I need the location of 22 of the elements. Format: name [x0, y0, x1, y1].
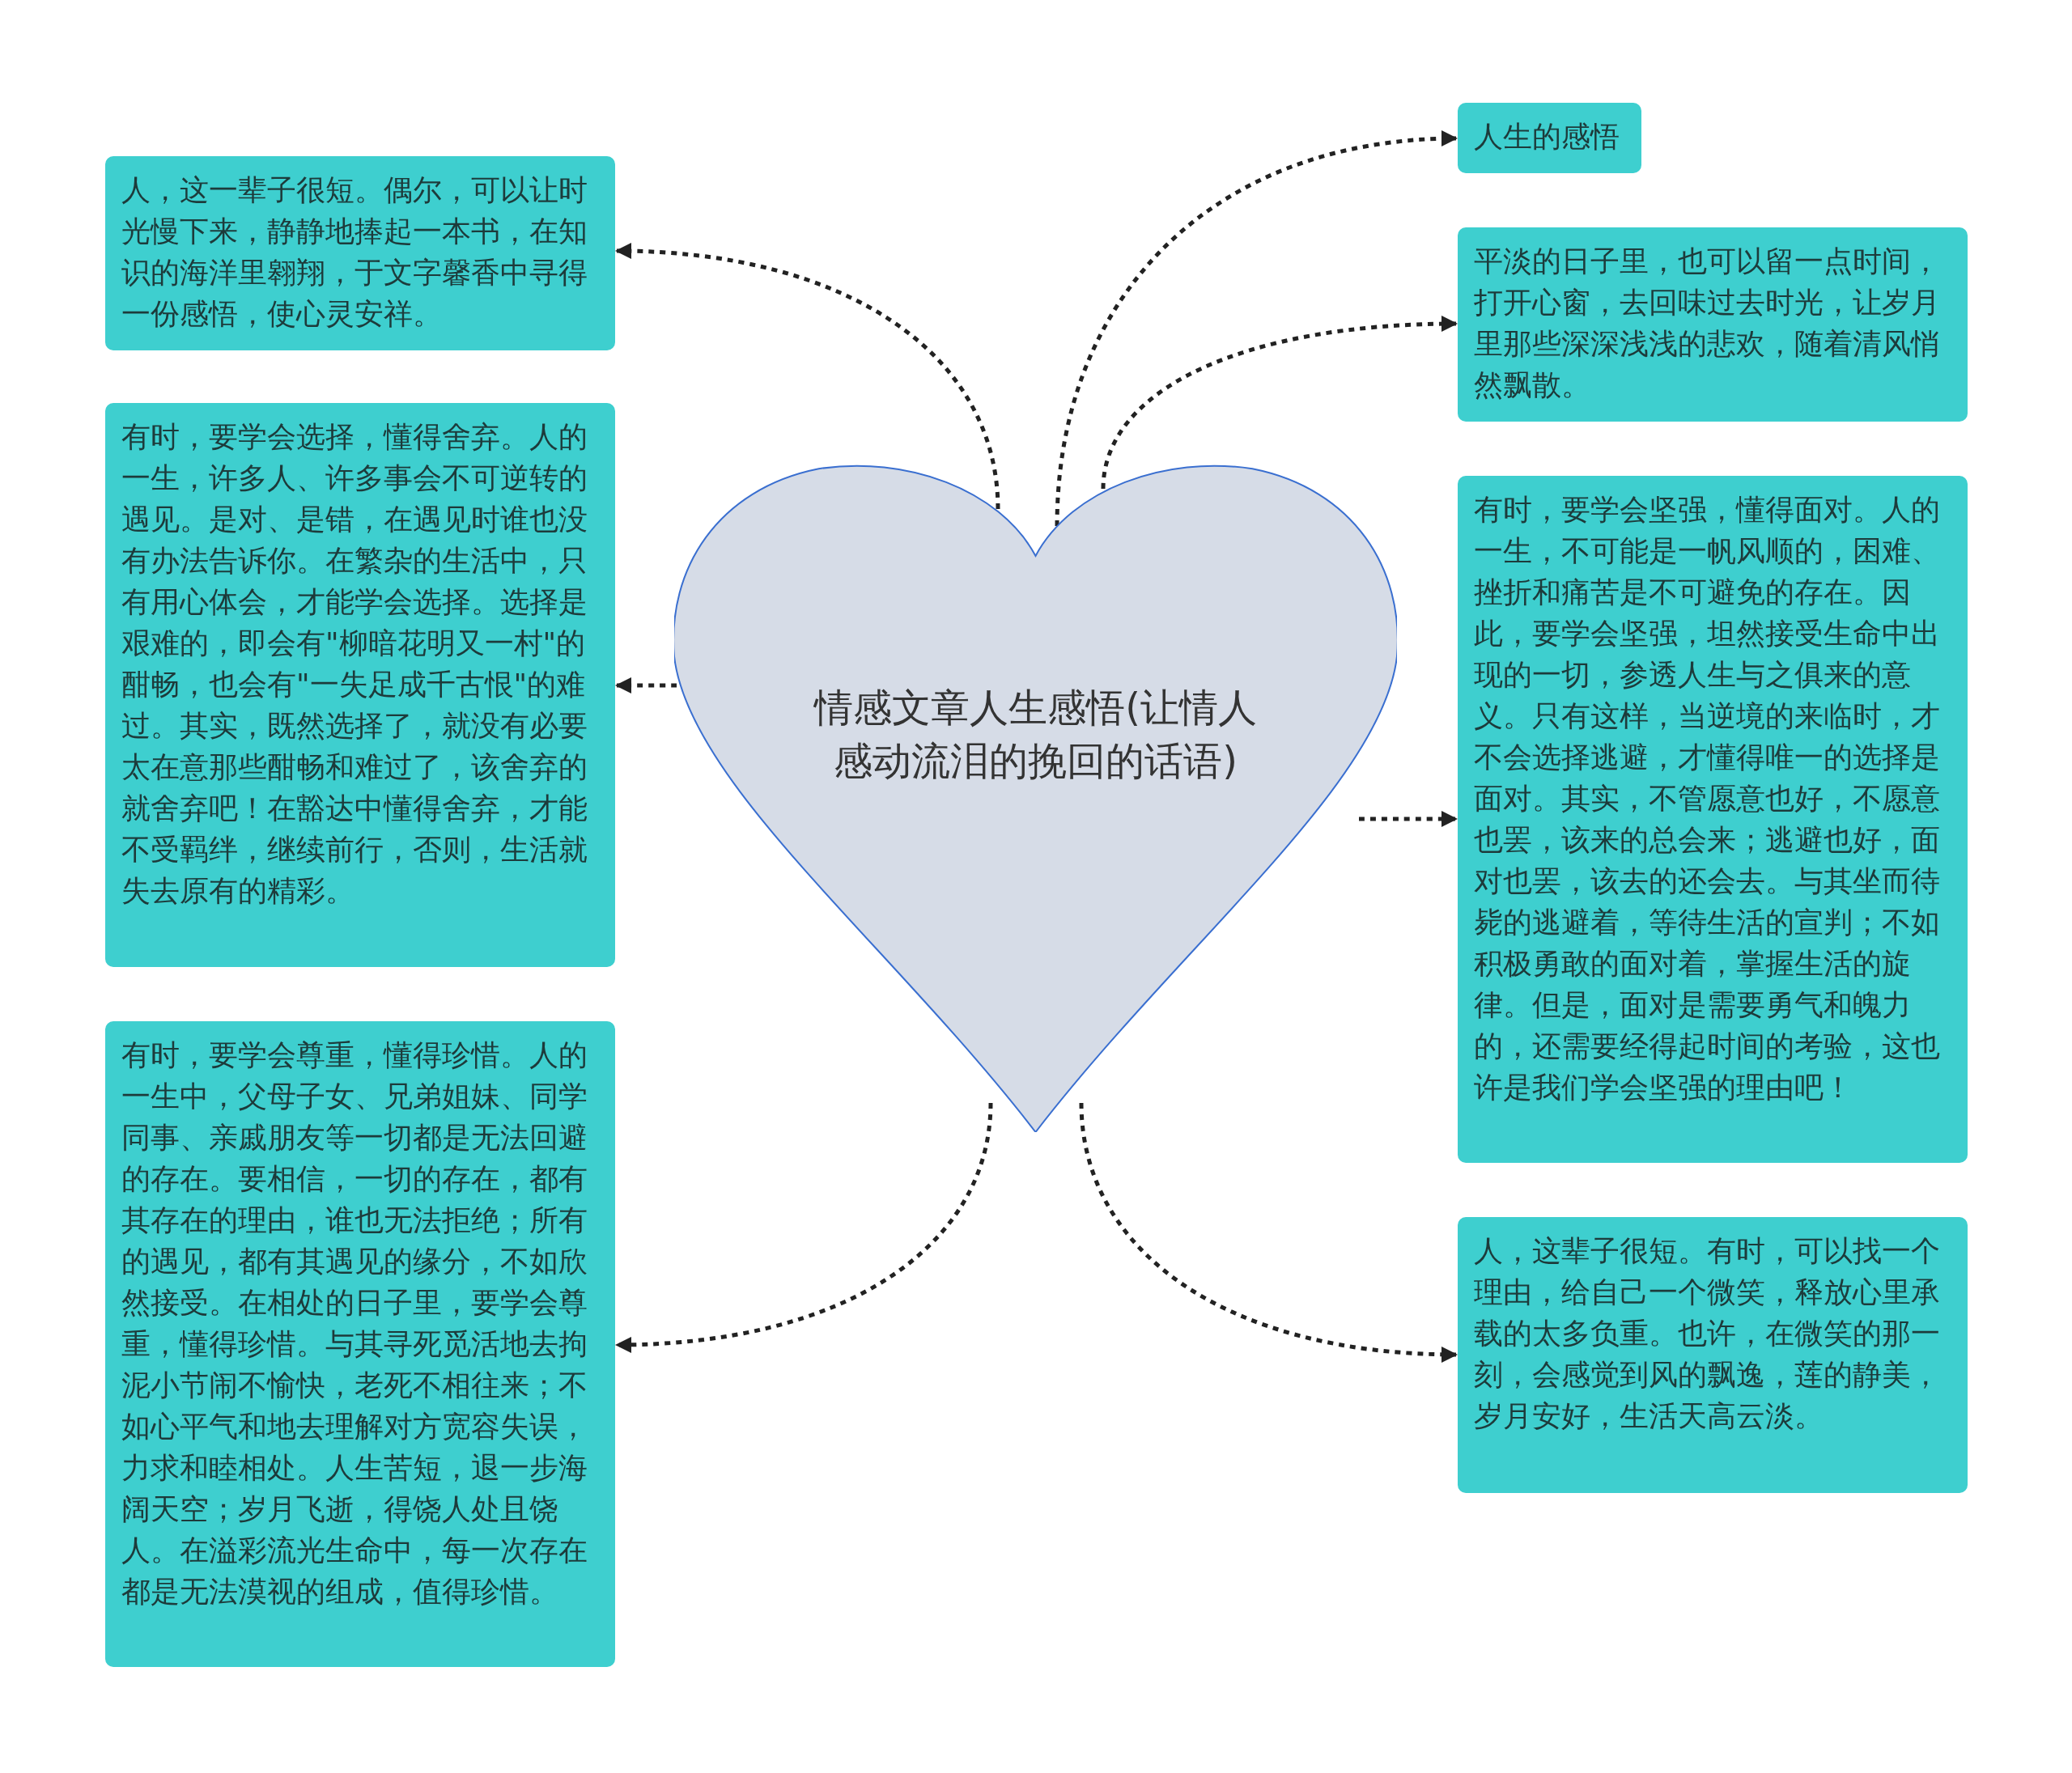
- text-card: [1458, 1217, 1968, 1493]
- text-card: [1458, 227, 1968, 422]
- dashed-arrow: [1055, 131, 1458, 527]
- dashed-arrow: [615, 677, 677, 694]
- text-card: [1458, 103, 1641, 173]
- card-text: 人，这一辈子很短。偶尔，可以让时光慢下来，静静地捧起一本书，在知识的海洋里翱翔，于文字馨香中寻得一份感悟，使心灵安祥。: [121, 172, 588, 332]
- card-text: 平淡的日子里，也可以留一点时间，打开心窗，去回味过去时光，让岁月里那些深深浅浅的悲欢，随着清风悄然飘散。: [1474, 244, 1941, 403]
- dashed-arrow: [1079, 1102, 1458, 1363]
- text-card: [105, 403, 615, 967]
- dashed-arrow: [1359, 811, 1458, 827]
- card-text: 有时，要学会尊重，懂得珍惜。人的一生中，父母子女、兄弟姐妹、同学同事、亲戚朋友等一切都是无法回避的存在。要相信，一切的存在，都有其存在的理由，谁也无法拒绝；所有的遇见，都有其遇见的缘分，不如欣然接受。在相处的日子里，要学会尊重，懂得珍惜。与其寻死觅活地去拘泥小节闹不愉快，老死不相往来；不如心平气和地去理解对方宽容失误，力求和睦相处。人生苦短，退一步海阔天空；岁月飞逝，得饶人处且饶人。在溢彩流光生命中，每一次存在都是无法漠视的组成，值得珍惜。: [121, 1037, 588, 1610]
- card-text: 有时，要学会选择，懂得舍弃。人的一生，许多人、许多事会不可逆转的遇见。是对、是错，在遇见时谁也没有办法告诉你。在繁杂的生活中，只有用心体会，才能学会选择。选择是艰难的，即会有"柳暗花明又一村"的酣畅，也会有"一失足成千古恨"的难过。其实，既然选择了，就没有必要太在意那些酣畅和难过了，该舍弃的就舍弃吧！在豁达中懂得舍弃，才能不受羁绊，继续前行，否则，生活就失去原有的精彩。: [121, 419, 588, 909]
- text-card: [105, 1021, 615, 1667]
- text-card: [1458, 476, 1968, 1163]
- card-text: 人生的感悟: [1474, 119, 1620, 155]
- text-card: [105, 156, 615, 350]
- dashed-arrow: [615, 1102, 993, 1353]
- card-text: 人，这辈子很短。有时，可以找一个理由，给自己一个微笑，释放心里承载的太多负重。也许，在微笑的那一刻，会感觉到风的飘逸，莲的静美，岁月安好，生活天高云淡。: [1474, 1233, 1941, 1434]
- dashed-arrow: [1101, 316, 1458, 490]
- card-text: 有时，要学会坚强，懂得面对。人的一生，不可能是一帆风顺的，困难、挫折和痛苦是不可避免的存在。因此，要学会坚强，坦然接受生命中出现的一切，参透人生与之俱来的意义。只有这样，当逆境的来临时，才不会选择逃避，才懂得唯一的选择是面对。其实，不管愿意也好，不愿意也罢，该来的总会来；逃避也好，面对也罢，该去的还会去。与其坐而待毙的逃避着，等待生活的宣判；不如积极勇敢的面对着，掌握生活的旋律。但是，面对是需要勇气和魄力的，还需要经得起时间的考验，这也许是我们学会坚强的理由吧！: [1474, 492, 1941, 1105]
- dashed-arrow: [615, 243, 1000, 510]
- center-title: 情感文章人生感悟(让情人感动流泪的挽回的话语): [813, 684, 1258, 785]
